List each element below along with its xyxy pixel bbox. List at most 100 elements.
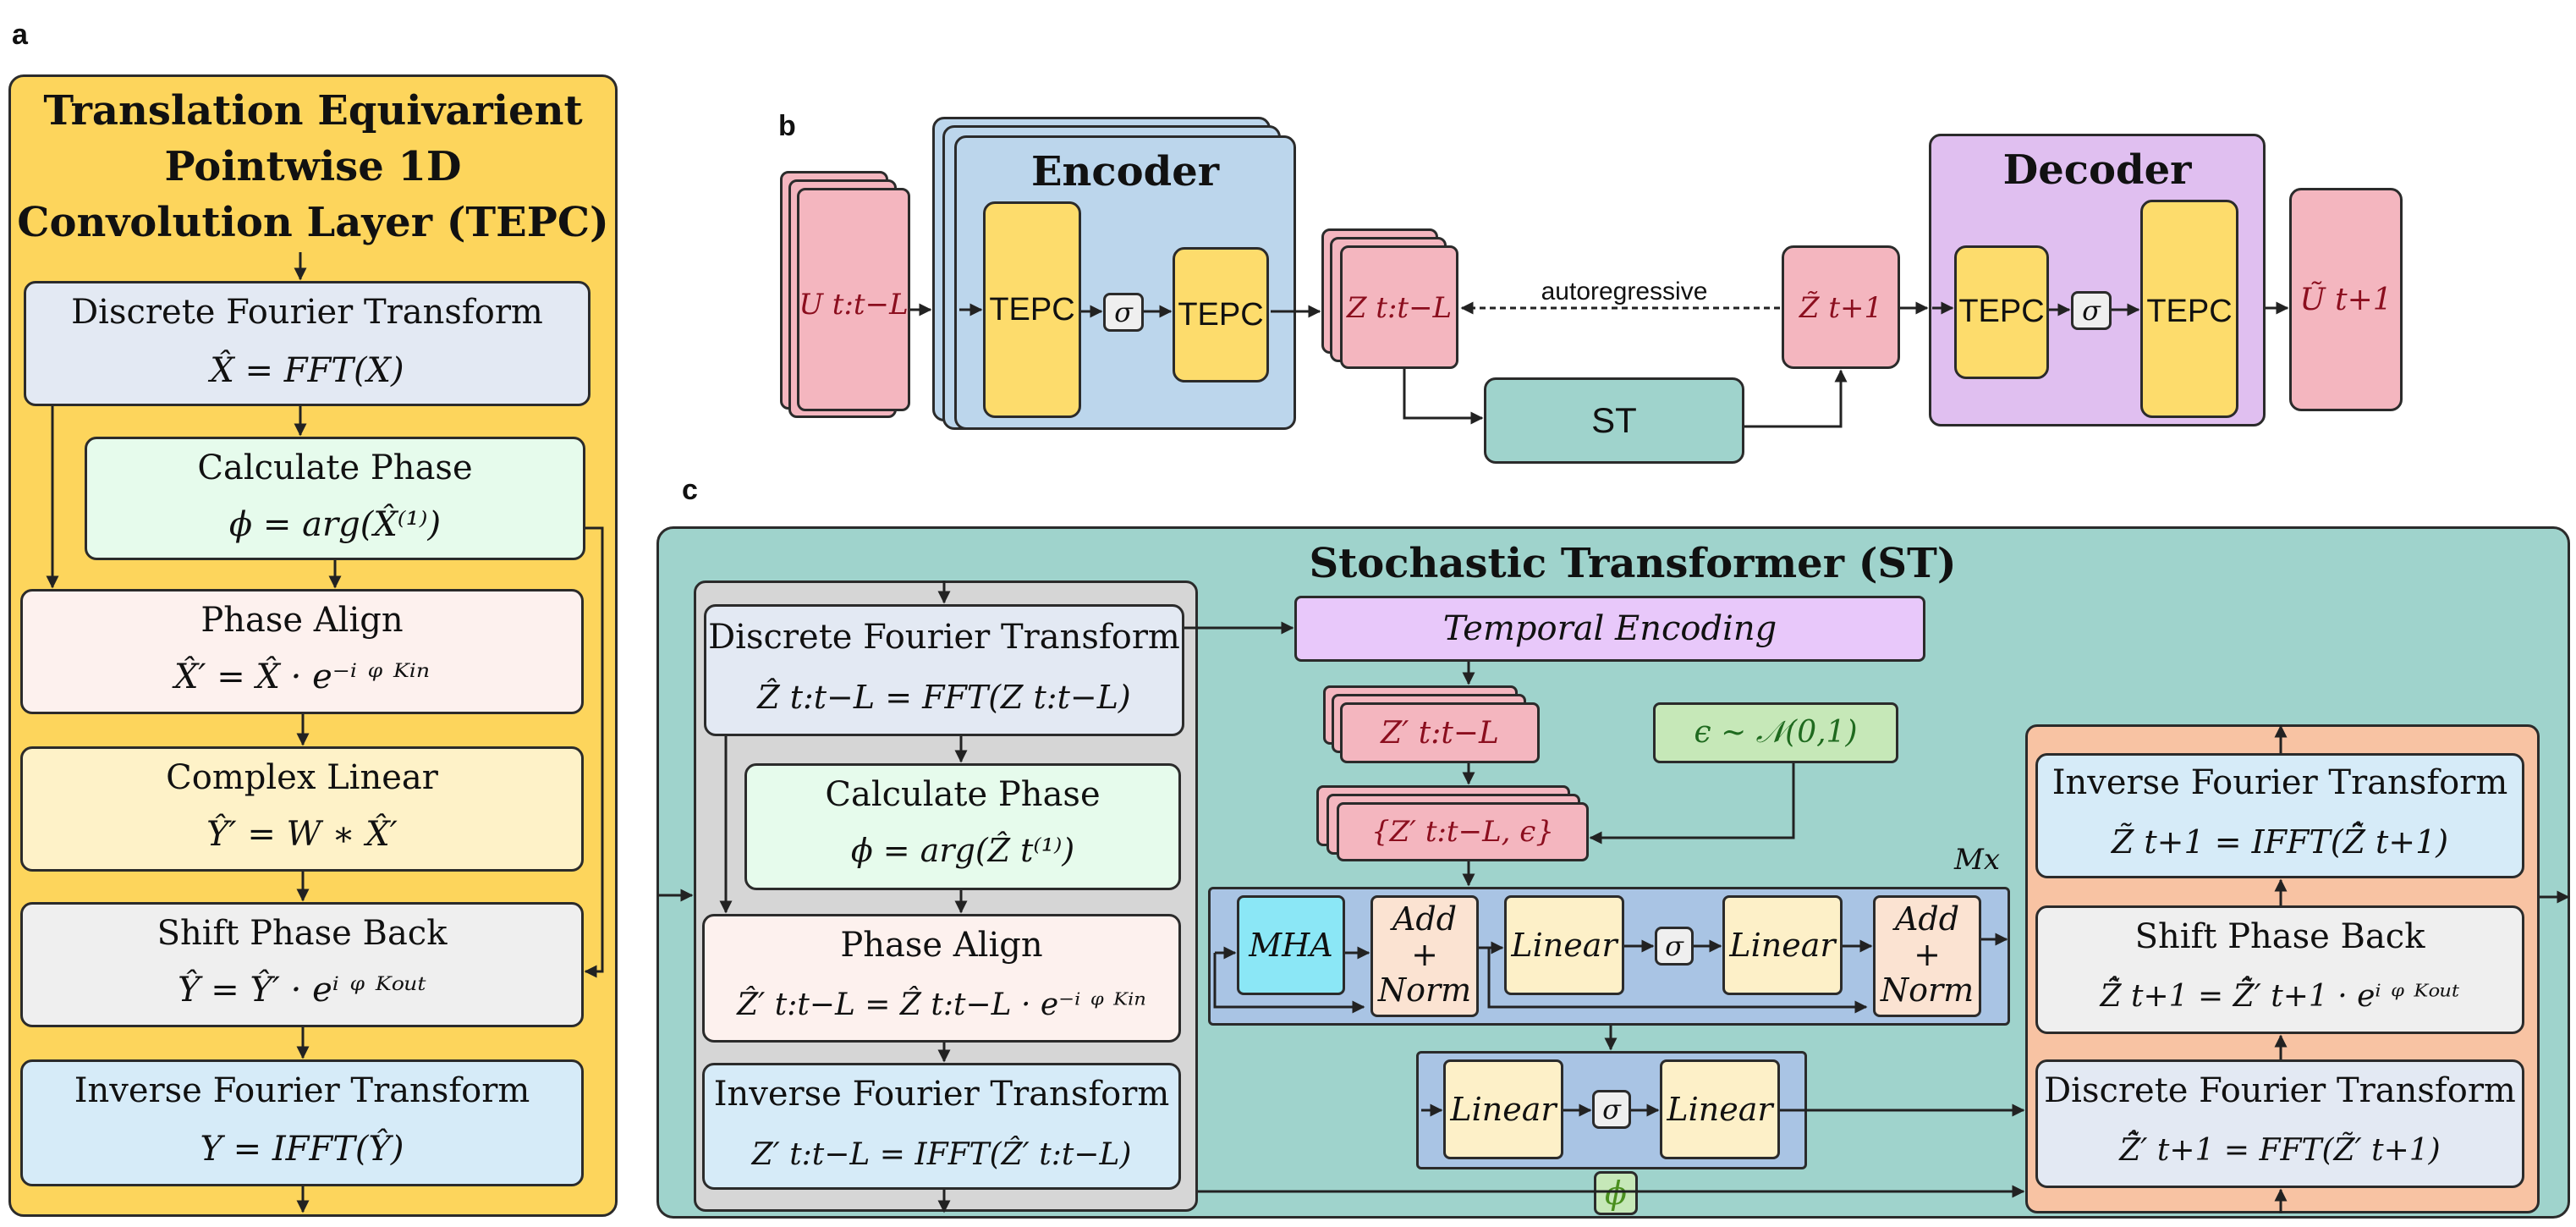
c-phase-box xyxy=(744,763,1181,890)
a-dft-box xyxy=(24,281,590,406)
encoder-tepc-1-label: TEPC xyxy=(989,291,1075,327)
decoder-tepc-2-label: TEPC xyxy=(2146,293,2233,329)
a-dft-title: Discrete Fourier Transform xyxy=(71,293,543,332)
head-linear-1-box xyxy=(1443,1059,1563,1159)
b-arrow-st-next xyxy=(1744,369,1848,428)
encoder-sigma-label: σ xyxy=(1114,296,1133,328)
c-r-dft-formula: Z̃̂′ t+1 = FFT(Z̃′ t+1) xyxy=(2119,1132,2441,1168)
concat-label: {Z′ t:t−L, ϵ} xyxy=(1371,815,1554,849)
c-r-shift-title: Shift Phase Back xyxy=(2134,917,2425,956)
decoder-sigma-label: σ xyxy=(2082,294,2101,327)
temporal-encoding-label: Temporal Encoding xyxy=(1442,609,1777,648)
encoder-title: Encoder xyxy=(1030,148,1220,195)
mha-label: MHA xyxy=(1249,927,1333,964)
a-ifft-title: Inverse Fourier Transform xyxy=(74,1071,530,1110)
c-phase-formula: ϕ = arg(Ẑ t⁽¹⁾) xyxy=(850,832,1075,869)
a-align-box xyxy=(20,589,584,714)
addnorm-2-box xyxy=(1873,895,1981,1017)
a-align-formula: X̂′ = X̂ · e⁻ⁱ ᵠ ᴷⁱⁿ xyxy=(173,658,431,696)
tepc-title-line3: Convolution Layer (TEPC) xyxy=(17,199,609,246)
addnorm-1-plus: + xyxy=(1411,936,1438,973)
panel-letter-c: c xyxy=(682,474,698,506)
c-r-ifft-box xyxy=(2035,753,2524,878)
st-box xyxy=(1484,377,1744,464)
decoder-sigma xyxy=(2071,291,2112,330)
head-linear-1-label: Linear xyxy=(1450,1091,1557,1128)
encoder-tepc-2 xyxy=(1173,247,1269,382)
noise-label: ϵ ~ 𝒩(0,1) xyxy=(1694,715,1858,750)
c-r-dft-box xyxy=(2035,1059,2524,1188)
c-ifft-formula: Z′ t:t−L = IFFT(Ẑ′ t:t−L) xyxy=(751,1136,1132,1172)
head-linear-2-box xyxy=(1660,1059,1780,1159)
a-phase-title: Calculate Phase xyxy=(197,448,473,487)
encoder-tepc-2-label: TEPC xyxy=(1178,296,1264,333)
concat-stack-front xyxy=(1337,802,1589,861)
decoder-tepc-2 xyxy=(2140,200,2238,418)
decoder-tepc-1 xyxy=(1954,245,2049,379)
c-dft-box xyxy=(704,604,1184,736)
a-align-title: Phase Align xyxy=(200,601,404,640)
output-box xyxy=(2289,188,2403,411)
head-sigma-box xyxy=(1592,1090,1631,1129)
tepc-title-line1: Translation Equivarient xyxy=(43,87,583,135)
phi-box xyxy=(1594,1171,1638,1215)
a-complex-box xyxy=(20,746,584,872)
head-linear-2-label: Linear xyxy=(1667,1091,1773,1128)
latent-stack-front xyxy=(1340,245,1458,369)
addnorm-1-box xyxy=(1370,895,1479,1017)
c-r-dft-title: Discrete Fourier Transform xyxy=(2044,1071,2516,1110)
phi-label: ϕ xyxy=(1605,1175,1627,1212)
panel-letter-b: b xyxy=(778,110,796,142)
a-complex-formula: Ŷ′ = W ∗ X̂′ xyxy=(206,815,398,854)
ff-linear-2-label: Linear xyxy=(1729,927,1836,964)
encoder-sigma xyxy=(1103,293,1144,332)
a-phase-formula: ϕ = arg(X̂⁽¹⁾) xyxy=(228,505,442,544)
input-stack-front xyxy=(797,188,910,411)
temporal-encoding-box xyxy=(1294,596,1925,662)
autoregressive-label: autoregressive xyxy=(1541,278,1708,305)
a-complex-title: Complex Linear xyxy=(166,758,438,797)
c-dft-title: Discrete Fourier Transform xyxy=(708,618,1180,657)
ff-linear-1-label: Linear xyxy=(1511,927,1618,964)
decoder-tepc-1-label: TEPC xyxy=(1958,293,2045,329)
zprime-label: Z′ t:t−L xyxy=(1381,715,1499,751)
c-dft-formula: Ẑ t:t−L = FFT(Z t:t−L) xyxy=(757,679,1131,716)
c-r-shift-formula: Z̃̂ t+1 = Z̃̂′ t+1 · eⁱ ᵠ ᴷᵒᵘᵗ xyxy=(2100,978,2460,1014)
c-r-ifft-formula: Z̃ t+1 = IFFT(Z̃̂ t+1) xyxy=(2111,823,2449,861)
b-arrow-latent-st xyxy=(1403,369,1484,425)
c-ifft-box xyxy=(702,1063,1181,1190)
encoder-tepc-1 xyxy=(983,201,1081,418)
noise-box xyxy=(1653,702,1898,763)
addnorm-1-norm: Norm xyxy=(1377,971,1472,1009)
ff-sigma-label: σ xyxy=(1665,930,1683,962)
c-r-shift-box xyxy=(2035,905,2524,1034)
output-label: Ũ t+1 xyxy=(2299,282,2392,317)
c-align-box xyxy=(702,914,1181,1043)
addnorm-1-add: Add xyxy=(1392,900,1458,938)
next-latent-label: Z̃ t+1 xyxy=(1799,291,1883,325)
a-shift-box xyxy=(20,902,584,1027)
decoder-title: Decoder xyxy=(2002,146,2192,194)
latent-label: Z t:t−L xyxy=(1346,291,1453,325)
mx-label: Mx xyxy=(1954,843,2000,877)
a-phase-box xyxy=(85,437,585,560)
a-ifft-formula: Y = IFFT(Ŷ) xyxy=(200,1130,404,1169)
zprime-stack-front xyxy=(1340,702,1540,763)
tepc-title-line2: Pointwise 1D xyxy=(164,143,462,190)
c-r-ifft-title: Inverse Fourier Transform xyxy=(2051,763,2508,802)
addnorm-2-plus: + xyxy=(1914,936,1941,973)
addnorm-2-norm: Norm xyxy=(1880,971,1975,1009)
c-ifft-title: Inverse Fourier Transform xyxy=(713,1075,1170,1114)
input-label: U t:t−L xyxy=(799,288,909,322)
st-label: ST xyxy=(1591,400,1637,440)
a-shift-formula: Ŷ = Ŷ′ · eⁱ ᵠ ᴷᵒᵘᵗ xyxy=(178,971,426,1010)
a-shift-title: Shift Phase Back xyxy=(157,914,448,953)
head-sigma-label: σ xyxy=(1602,1093,1621,1125)
c-align-formula: Ẑ′ t:t−L = Ẑ t:t−L · e⁻ⁱ ᵠ ᴷⁱⁿ xyxy=(737,987,1146,1022)
st-panel-title: Stochastic Transformer (ST) xyxy=(1309,540,1957,587)
panel-letter-a: a xyxy=(12,19,28,51)
next-latent-box xyxy=(1782,245,1900,369)
a-dft-formula: X̂ = FFT(X) xyxy=(210,351,404,390)
c-align-title: Phase Align xyxy=(840,926,1043,965)
